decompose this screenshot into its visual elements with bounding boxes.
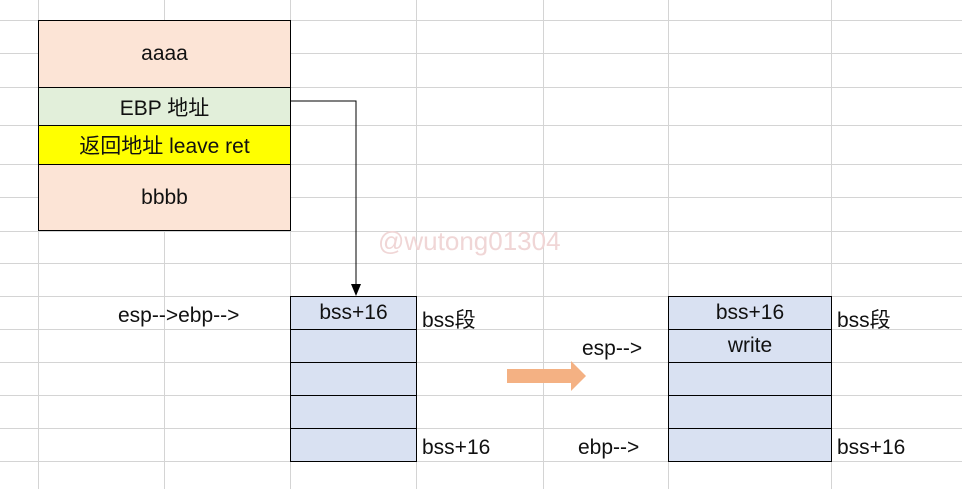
left-bss-segment-label: bss段 xyxy=(422,309,476,332)
right-ebp-label: ebp--> xyxy=(578,436,640,459)
right-bss-segment-label: bss段 xyxy=(837,309,891,332)
ebp-pointer-arrow-line xyxy=(291,100,357,286)
ebp-pointer-arrowhead xyxy=(351,284,361,296)
left-esp-ebp-label: esp-->ebp--> xyxy=(118,304,240,327)
left-bss-cell xyxy=(290,362,417,396)
left-bss-cell-top: bss+16 xyxy=(290,296,417,330)
watermark: @wutong01304 xyxy=(378,226,561,256)
right-bss-cell-write: write xyxy=(668,329,832,363)
left-bss-cell xyxy=(290,329,417,363)
stack-cell-bbbb: bbbb xyxy=(38,164,291,231)
right-bss-cell xyxy=(668,428,832,462)
right-esp-label: esp--> xyxy=(582,337,643,360)
right-bss-cell-top: bss+16 xyxy=(668,296,832,330)
left-bss-cell xyxy=(290,395,417,429)
stack-cell-aaaa: aaaa xyxy=(38,20,291,88)
left-bss-cell xyxy=(290,428,417,462)
transition-arrow xyxy=(507,361,586,391)
left-bss-bottom-label: bss+16 xyxy=(422,436,491,459)
right-bss-bottom-label: bss+16 xyxy=(837,436,906,459)
stack-cell-ebp: EBP 地址 xyxy=(38,87,291,126)
right-bss-cell xyxy=(668,395,832,429)
stack-cell-return: 返回地址 leave ret xyxy=(38,125,291,165)
